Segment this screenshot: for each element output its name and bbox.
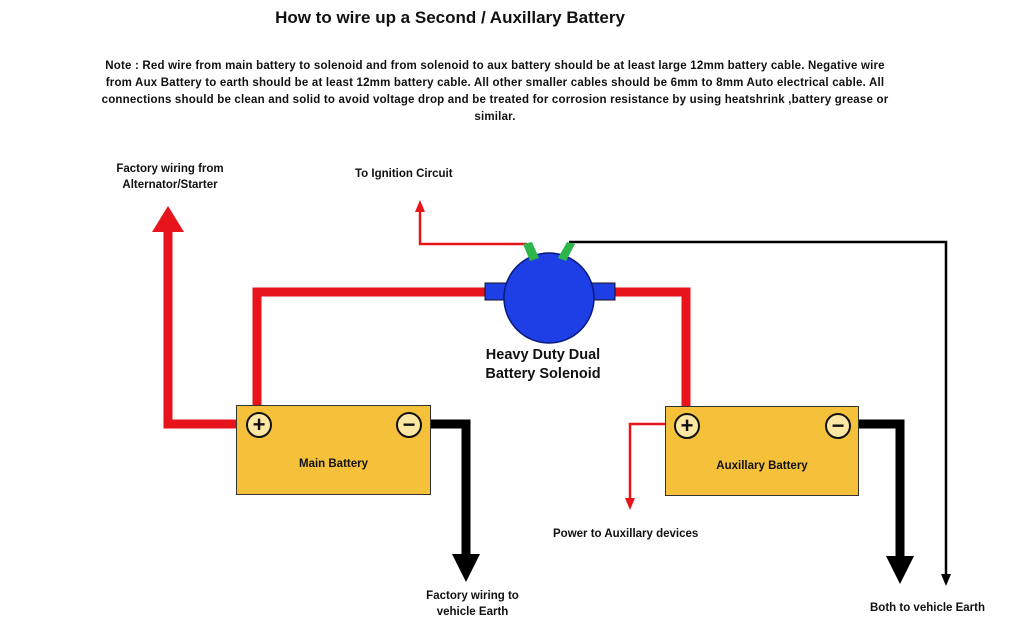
cable-note: Note : Red wire from main battery to sol… bbox=[101, 60, 889, 123]
main-battery-negative-terminal: − bbox=[396, 412, 422, 438]
arrow-aux-earth bbox=[886, 556, 914, 584]
label-factory-from-line2: Alternator/Starter bbox=[122, 179, 218, 191]
label-aux-power: Power to Auxillary devices bbox=[553, 528, 699, 540]
aux-battery-negative-terminal: − bbox=[825, 413, 851, 439]
wire-solenoid-earth bbox=[569, 240, 948, 576]
wire-main-earth bbox=[422, 419, 471, 556]
solenoid-terminal-right bbox=[558, 242, 575, 261]
arrow-ignition bbox=[415, 200, 425, 212]
wire-solenoid-to-aux bbox=[612, 287, 691, 412]
arrow-alternator bbox=[152, 206, 184, 232]
label-solenoid-line2: Battery Solenoid bbox=[485, 366, 601, 382]
label-factory-from-line1: Factory wiring from bbox=[116, 163, 224, 175]
arrow-aux-power bbox=[625, 498, 635, 510]
main-battery-label: Main Battery bbox=[298, 458, 369, 470]
label-factory-earth-line1: Factory wiring to bbox=[426, 590, 519, 602]
main-battery: + − Main Battery bbox=[236, 405, 431, 495]
arrow-main-earth bbox=[452, 554, 480, 582]
solenoid-body bbox=[503, 252, 595, 344]
wire-aux-power bbox=[628, 422, 668, 500]
wire-main-to-solenoid bbox=[252, 287, 487, 412]
label-solenoid: Heavy Duty Dual Battery Solenoid bbox=[456, 346, 630, 384]
label-factory-from: Factory wiring from Alternator/Starter bbox=[100, 161, 240, 193]
label-solenoid-line1: Heavy Duty Dual bbox=[485, 347, 601, 363]
label-ignition: To Ignition Circuit bbox=[355, 168, 453, 180]
aux-battery: + − Auxillary Battery bbox=[665, 406, 859, 496]
label-both-earth: Both to vehicle Earth bbox=[870, 602, 986, 614]
label-factory-earth: Factory wiring to vehicle Earth bbox=[400, 588, 545, 620]
solenoid-terminal-left bbox=[523, 242, 539, 261]
aux-battery-label: Auxillary Battery bbox=[716, 460, 808, 472]
wire-aux-earth bbox=[850, 419, 905, 558]
wire-ignition bbox=[418, 210, 527, 246]
label-factory-earth-line2: vehicle Earth bbox=[436, 606, 509, 618]
aux-battery-positive-terminal: + bbox=[674, 413, 700, 439]
diagram-title: How to wire up a Second / Auxillary Batt… bbox=[275, 8, 625, 27]
main-battery-positive-terminal: + bbox=[246, 412, 272, 438]
wire-main-to-alternator bbox=[163, 228, 245, 429]
arrow-solenoid-earth bbox=[941, 574, 951, 586]
